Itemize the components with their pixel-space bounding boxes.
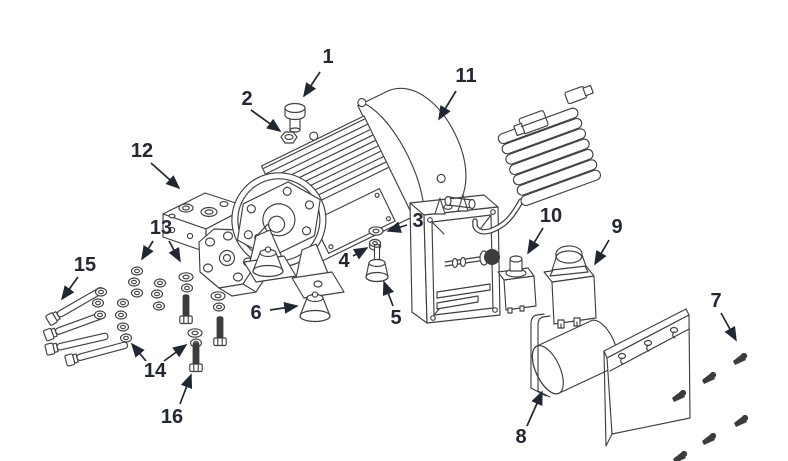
callout-8-label: 8 (515, 426, 526, 448)
callout-11: 11 (438, 65, 477, 121)
callout-6-label: 6 (250, 302, 261, 324)
callout-14: 14 (130, 342, 188, 382)
hex-nut (280, 131, 298, 144)
callout-16: 16 (161, 373, 193, 428)
callout-15-label: 15 (74, 254, 96, 276)
stud-foot-5 (365, 244, 389, 283)
switch-large (543, 245, 597, 329)
fill-plug (284, 102, 306, 133)
callout-3: 3 (386, 210, 424, 233)
callout-13-label: 13 (150, 217, 172, 239)
callout-9: 9 (594, 216, 623, 266)
electrical-box (409, 194, 501, 324)
cover-plate (603, 308, 691, 447)
callout-7-label: 7 (710, 290, 721, 312)
callout-12: 12 (131, 140, 181, 190)
callout-5: 5 (382, 280, 402, 329)
callout-4: 4 (338, 247, 369, 272)
callout-1: 1 (303, 46, 334, 98)
callout-9-label: 9 (611, 216, 622, 238)
callout-15: 15 (61, 254, 96, 301)
callout-7: 7 (710, 290, 737, 342)
callout-10: 10 (527, 205, 562, 255)
callout-2: 2 (241, 88, 282, 132)
callout-3-label: 3 (412, 210, 423, 232)
callout-16-label: 16 (161, 406, 183, 428)
callout-8: 8 (515, 390, 543, 448)
pressure-switch-small (497, 255, 537, 314)
power-cord-coil (472, 84, 602, 235)
callout-10-label: 10 (540, 205, 562, 227)
callout-13: 13 (141, 217, 181, 263)
callout-14-label: 14 (144, 360, 167, 382)
callout-4-label: 4 (338, 250, 350, 272)
callout-11-label: 11 (455, 65, 476, 87)
callout-5-label: 5 (390, 307, 401, 329)
callout-12-label: 12 (131, 140, 153, 162)
callout-1-label: 1 (322, 46, 333, 68)
callout-6: 6 (250, 301, 299, 324)
flat-washer-3 (368, 226, 384, 236)
callout-2-label: 2 (241, 88, 252, 110)
